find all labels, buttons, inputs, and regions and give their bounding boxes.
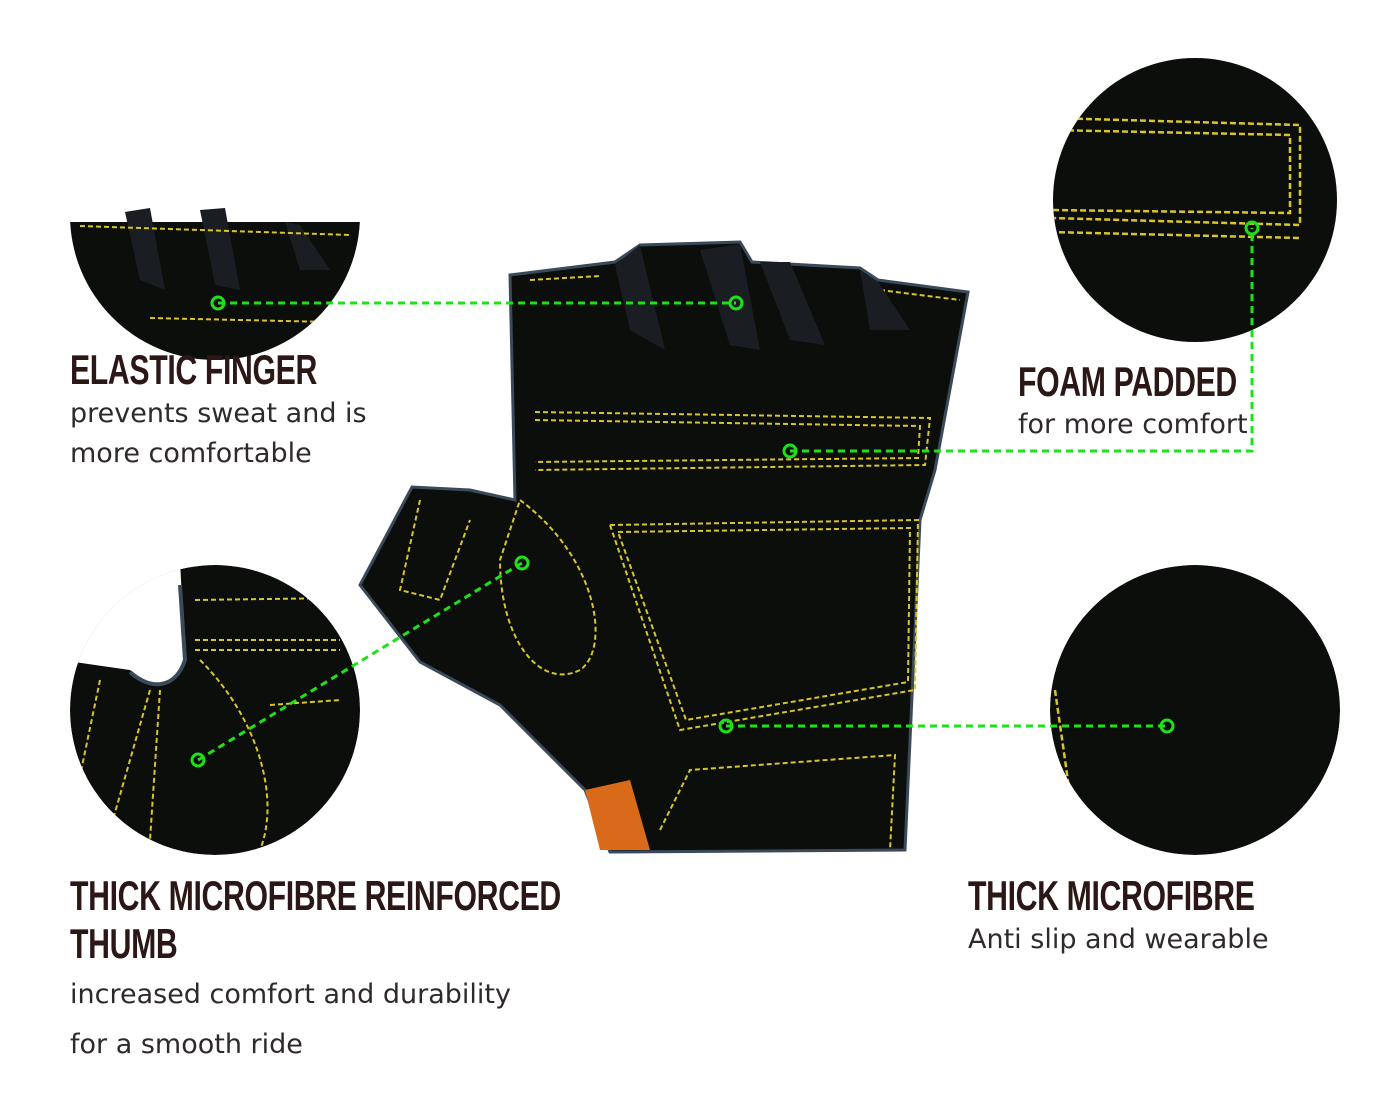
desc-line: for a smooth ride xyxy=(70,1029,303,1060)
feature-title-foam-padded: FOAM PADDED xyxy=(1018,358,1237,405)
feature-title-elastic-finger: ELASTIC FINGER xyxy=(70,346,317,393)
desc-line: Anti slip and wearable xyxy=(968,924,1269,955)
title-line: THUMB xyxy=(70,920,178,967)
feature-desc-elastic-finger: prevents sweat and is more comfortable xyxy=(70,394,367,474)
feature-desc-reinforced-thumb: increased comfort and durability for a s… xyxy=(70,970,511,1070)
zoom-circle-reinforced-thumb xyxy=(70,565,360,855)
title-line: THICK MICROFIBRE REINFORCED xyxy=(70,872,561,919)
zoom-circle-microfibre xyxy=(1050,565,1340,855)
callout-lines xyxy=(197,228,1254,762)
glove-palm xyxy=(358,240,970,854)
desc-line: for more comfort xyxy=(1018,409,1248,440)
desc-line: increased comfort and durability xyxy=(70,979,511,1010)
zoom-circle-foam-padded xyxy=(1053,58,1337,342)
desc-line: more comfortable xyxy=(70,438,312,469)
zoom-circle-elastic-finger xyxy=(70,200,360,360)
feature-desc-thick-microfibre: Anti slip and wearable xyxy=(968,920,1269,960)
callout-dots xyxy=(190,220,1260,768)
feature-desc-foam-padded: for more comfort xyxy=(1018,405,1248,445)
desc-line: prevents sweat and is xyxy=(70,398,367,429)
feature-title-thick-microfibre: THICK MICROFIBRE xyxy=(968,872,1255,919)
feature-title-reinforced-thumb: THICK MICROFIBRE REINFORCED THUMB xyxy=(70,872,561,968)
